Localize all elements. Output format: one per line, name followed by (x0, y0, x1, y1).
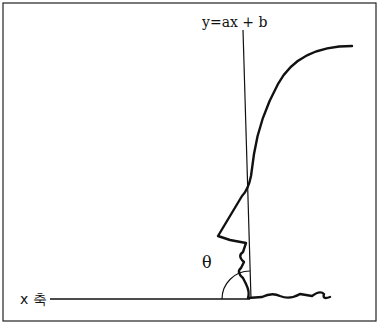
axis-label: x 축 (18, 291, 49, 307)
angle-label: θ (200, 254, 214, 272)
face-profile (218, 46, 352, 298)
fit-line (243, 30, 251, 299)
frame-border (3, 3, 376, 321)
x-axis-line (50, 298, 250, 299)
equation-label: y=ax + b (200, 14, 269, 30)
